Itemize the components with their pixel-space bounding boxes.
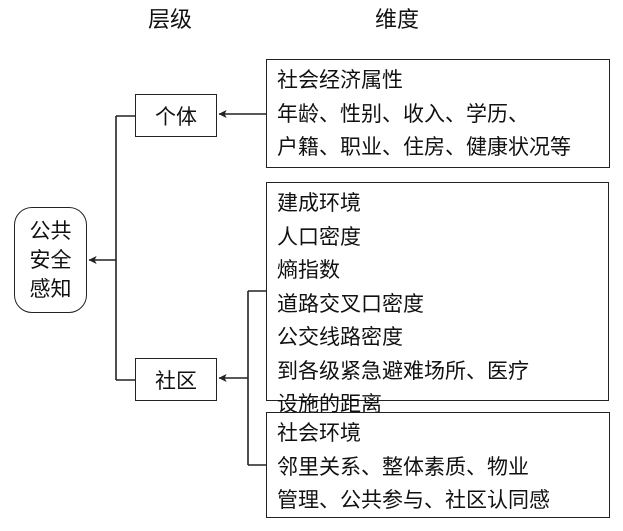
root-label-line-3: 感知 — [29, 276, 72, 301]
built-environment-line: 熵指数 — [277, 258, 340, 282]
social-environment-line: 邻里关系、整体素质、物业 — [277, 454, 529, 479]
root-bracket — [88, 115, 135, 381]
built-environment-line: 公交线路密度 — [277, 325, 403, 349]
root-label-line-2: 安全 — [29, 247, 72, 272]
socioeconomic-dimension-node: 社会经济属性 年龄、性别、收入、学历、 户籍、职业、住房、健康状况等 — [266, 59, 610, 168]
socioeconomic-line: 年龄、性别、收入、学历、 — [277, 101, 529, 126]
individual-label: 个体 — [155, 104, 197, 129]
community-level-node: 社区 — [135, 358, 217, 401]
built-environment-title: 建成环境 — [277, 191, 361, 215]
built-environment-line: 道路交叉口密度 — [277, 291, 424, 316]
built-environment-line: 人口密度 — [277, 224, 361, 249]
individual-level-node: 个体 — [135, 94, 217, 137]
dimension-column-header: 维度 — [375, 8, 420, 33]
root-label-line-1: 公共 — [29, 218, 72, 243]
built-environment-dimension-node: 建成环境 人口密度 熵指数 道路交叉口密度 公交线路密度 到各级紧急避难场所、医… — [266, 182, 609, 416]
level-column-header: 层级 — [148, 8, 193, 33]
socioeconomic-line: 户籍、职业、住房、健康状况等 — [277, 135, 571, 159]
social-environment-dimension-node: 社会环境 邻里关系、整体素质、物业 管理、公共参与、社区认同感 — [266, 412, 610, 518]
community-bracket — [218, 290, 266, 466]
social-environment-line: 管理、公共参与、社区认同感 — [277, 488, 550, 512]
community-label: 社区 — [155, 368, 197, 393]
built-environment-line: 到各级紧急避难场所、医疗 — [277, 358, 529, 383]
public-safety-perception-node: 公共 安全 感知 — [14, 207, 87, 313]
socioeconomic-title: 社会经济属性 — [277, 68, 403, 92]
social-environment-title: 社会环境 — [277, 421, 361, 445]
